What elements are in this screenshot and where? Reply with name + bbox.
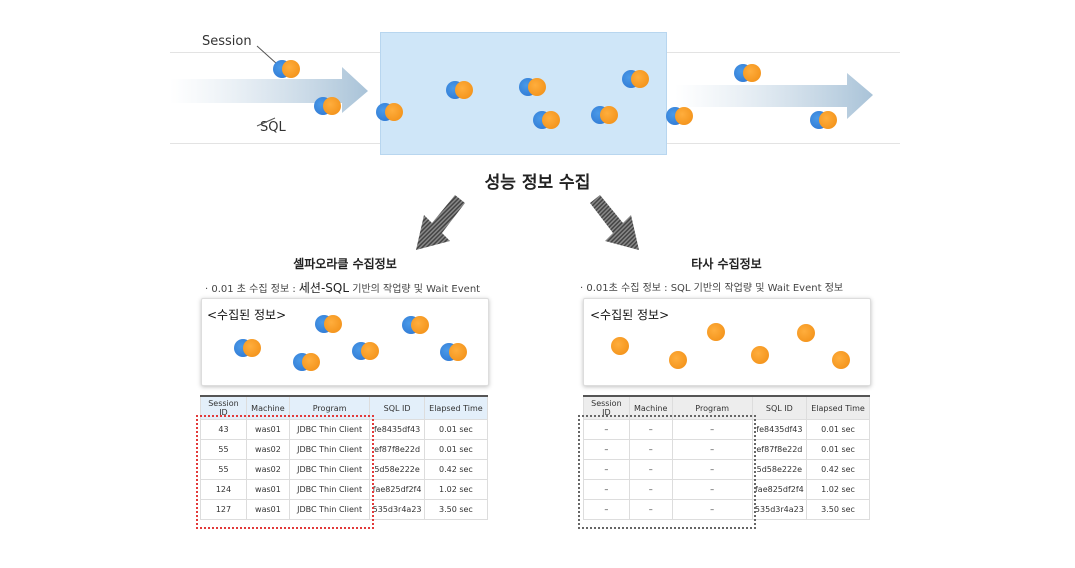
left-subtitle: · 0.01 초 수집 정보 : 세션-SQL 기반의 작업량 및 Wait E… — [205, 279, 480, 296]
session-sql-pair-icon — [734, 64, 764, 84]
sql-dot — [243, 339, 261, 357]
session-sql-pair-icon — [519, 78, 549, 98]
session-sql-pair-icon — [273, 60, 303, 80]
table-cell: 535d3r4a23 — [369, 499, 425, 520]
right-collected-box — [583, 298, 871, 386]
sql-dot — [385, 103, 403, 121]
table-cell: 0.01 sec — [806, 419, 870, 440]
flow-arrow-out-icon — [675, 73, 873, 119]
table-cell: 0.01 sec — [806, 439, 870, 460]
right-box-label: <수집된 정보> — [590, 308, 670, 322]
table-cell: 0.42 sec — [806, 459, 870, 480]
right-highlight — [578, 415, 756, 529]
table-cell: 1.02 sec — [806, 479, 870, 500]
session-sql-pair-icon — [352, 342, 382, 362]
sql-dot — [600, 106, 618, 124]
session-sql-pair-icon — [446, 81, 476, 101]
left-highlight — [196, 415, 374, 529]
table-cell: 1.02 sec — [423, 479, 489, 500]
column-header: SQL ID — [751, 395, 808, 420]
sql-dot — [819, 111, 837, 129]
table-cell: 5d58e222e — [751, 459, 808, 480]
sql-dot — [411, 316, 429, 334]
left-box-label: <수집된 정보> — [207, 308, 287, 322]
sql-label: SQL — [260, 120, 286, 135]
sql-dot — [542, 111, 560, 129]
session-sql-pair-icon — [315, 315, 345, 335]
session-sql-pair-icon — [666, 107, 696, 127]
left-subtitle-post: 기반의 작업량 및 Wait Event — [349, 284, 481, 295]
session-sql-pair-icon — [622, 70, 652, 90]
sql-dot-icon — [669, 351, 687, 369]
right-subtitle: · 0.01초 수집 정보 : SQL 기반의 작업량 및 Wait Event… — [580, 283, 844, 294]
center-title: 성능 정보 수집 — [484, 173, 591, 193]
sql-dot — [449, 343, 467, 361]
table-cell: 5d58e222e — [369, 459, 425, 480]
sql-dot — [302, 353, 320, 371]
sql-dot-icon — [611, 337, 629, 355]
table-cell: fe8435df43 — [369, 419, 425, 440]
sql-dot-icon — [707, 323, 725, 341]
column-header: SQL ID — [369, 395, 425, 420]
sql-dot-icon — [832, 351, 850, 369]
sql-dot — [743, 64, 761, 82]
sql-dot-icon — [797, 324, 815, 342]
table-cell: fae825df2f4 — [751, 479, 808, 500]
sql-dot — [675, 107, 693, 125]
table-cell: 0.01 sec — [423, 419, 489, 440]
column-header: Elapsed Time — [806, 395, 870, 420]
column-header: Elapsed Time — [423, 395, 489, 420]
table-cell: fae825df2f4 — [369, 479, 425, 500]
label-leaders — [256, 45, 278, 127]
table-cell: JDBC Thin Client — [288, 499, 371, 520]
sql-dot — [528, 78, 546, 96]
left-subtitle-em: 세션-SQL — [298, 281, 350, 295]
table-cell: 535d3r4a23 — [751, 499, 808, 520]
sql-dot-icon — [751, 346, 769, 364]
session-sql-pair-icon — [314, 97, 344, 117]
session-sql-pair-icon — [293, 353, 323, 373]
session-sql-pair-icon — [810, 111, 840, 131]
session-sql-pair-icon — [402, 316, 432, 336]
session-sql-pair-icon — [234, 339, 264, 359]
table-cell: 0.01 sec — [423, 439, 489, 460]
session-sql-pair-icon — [533, 111, 563, 131]
table-cell: ef87f8e22d — [751, 439, 808, 460]
sql-dot — [455, 81, 473, 99]
table-cell: 3.50 sec — [806, 499, 870, 520]
table-cell: 3.50 sec — [423, 499, 489, 520]
sql-dot — [361, 342, 379, 360]
table-cell: ef87f8e22d — [369, 439, 425, 460]
arrow-down-left-icon — [416, 195, 465, 250]
session-sql-pair-icon — [591, 106, 621, 126]
left-subtitle-pre: · 0.01 초 수집 정보 : — [205, 284, 299, 295]
sql-dot — [323, 97, 341, 115]
left-title: 셀파오라클 수집정보 — [293, 257, 397, 271]
sql-dot — [282, 60, 300, 78]
right-title: 타사 수집정보 — [691, 257, 762, 271]
session-label: Session — [202, 34, 252, 49]
sql-dot — [324, 315, 342, 333]
sql-dot — [631, 70, 649, 88]
table-cell: fe8435df43 — [751, 419, 808, 440]
session-sql-pair-icon — [376, 103, 406, 123]
arrow-down-right-icon — [590, 195, 639, 250]
table-cell: 0.42 sec — [423, 459, 489, 480]
session-sql-pair-icon — [440, 343, 470, 363]
